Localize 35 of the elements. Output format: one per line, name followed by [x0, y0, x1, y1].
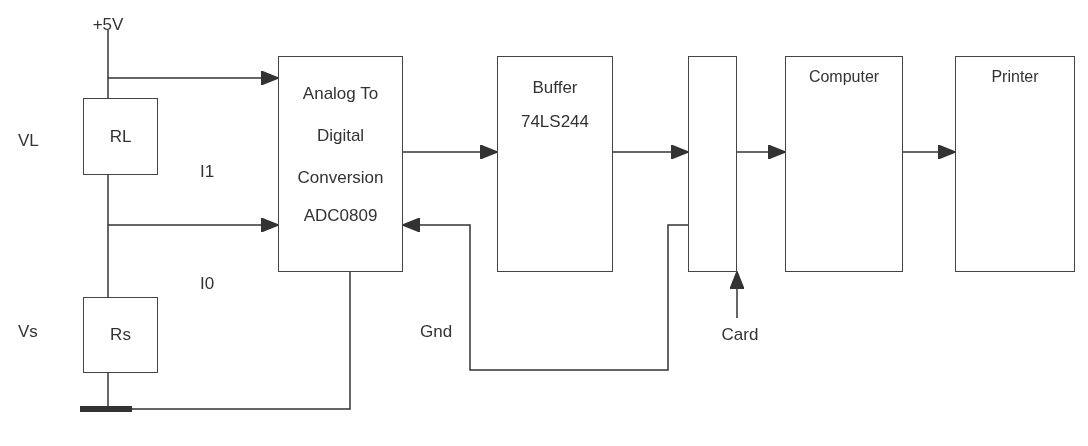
arrow [107, 217, 279, 233]
current-label: I0 [200, 274, 215, 294]
arrow [107, 70, 279, 86]
arrow [402, 217, 689, 371]
voltage-label: Vs [18, 322, 38, 342]
ground-symbol [80, 406, 132, 412]
printer-box [955, 56, 1075, 272]
block-label: Printer [991, 67, 1039, 87]
block-label: Computer [808, 67, 880, 87]
computer-box [785, 56, 903, 272]
wire [107, 29, 109, 99]
block-label: RL [109, 125, 132, 148]
interface-card-box [688, 56, 737, 272]
block-label: Rs [110, 324, 131, 346]
buffer-box [497, 56, 613, 272]
part-number: 74LS244 [520, 111, 590, 133]
arrow [612, 144, 689, 160]
resistor-box [83, 98, 158, 175]
ground-label: Gnd [420, 322, 453, 342]
block-title: Analog To Digital Conversion [296, 83, 385, 189]
arrow [736, 144, 786, 160]
block-title: Buffer [532, 77, 578, 99]
wire [131, 271, 351, 410]
arrow [729, 271, 745, 319]
wire [107, 372, 109, 407]
converter-box [278, 56, 403, 272]
current-label: I1 [200, 162, 215, 182]
arrow [402, 144, 498, 160]
block-label: Card [721, 324, 759, 346]
arrow [902, 144, 956, 160]
wire [107, 174, 109, 298]
part-number: ADC0809 [303, 205, 378, 227]
block-label: +5V [92, 14, 124, 36]
resistor-box [83, 297, 158, 373]
voltage-label: VL [18, 131, 39, 151]
